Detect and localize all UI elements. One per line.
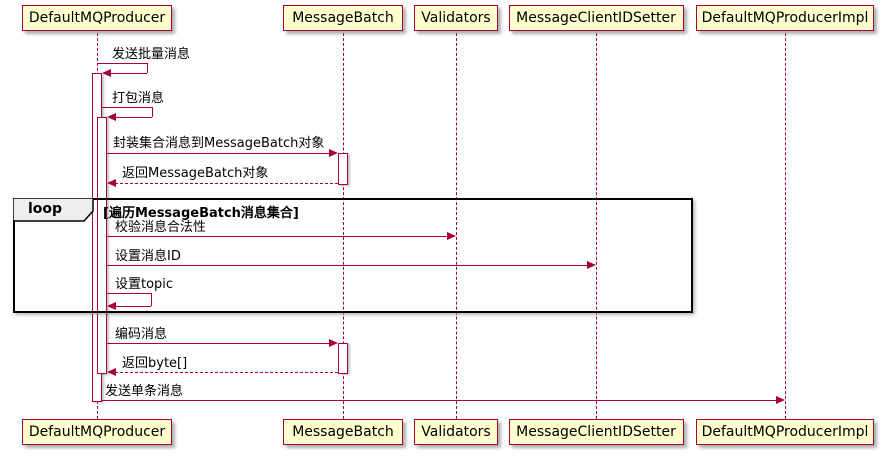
participant-box-bottom: Validators [414,419,498,445]
message-label: 发送单条消息 [105,384,184,399]
arrowhead-icon [102,69,111,77]
message-label: 设置消息ID [115,249,181,264]
message-label: 设置topic [115,277,174,292]
activation-bar [338,343,348,374]
activation-bar [97,117,107,374]
activation-bar [338,153,348,185]
self-message-line [147,63,148,73]
self-message-line [107,293,151,294]
message-label: 校验消息合法性 [115,220,207,235]
return-message-line [115,183,338,184]
self-message-line [152,107,153,117]
lifeline [785,33,786,419]
arrowhead-icon [329,149,338,157]
message-line [107,236,449,237]
lifeline [596,33,597,419]
participant-box-top: DefaultMQProducerImpl [696,5,874,31]
message-label: 返回byte[] [122,356,188,371]
arrowhead-icon [447,232,456,240]
self-message-line [151,293,152,306]
message-line [102,400,778,401]
participant-box-top: MessageBatch [283,5,403,31]
message-line [107,343,331,344]
arrowhead-icon [107,179,116,187]
participant-box-top: DefaultMQProducer [22,5,172,31]
self-message-line [97,63,147,64]
lifeline [456,33,457,419]
self-message-line [110,73,147,74]
message-label: 打包消息 [112,91,165,106]
loop-tab [12,197,95,227]
participant-box-bottom: MessageBatch [283,419,403,445]
message-line [107,265,589,266]
message-label: 发送批量消息 [112,47,191,62]
participant-box-top: MessageClientIDSetter [508,5,684,31]
message-label: 封装集合消息到MessageBatch对象 [113,136,325,151]
arrowhead-icon [107,368,116,376]
arrowhead-icon [587,261,596,269]
arrowhead-icon [107,302,116,310]
message-label: 返回MessageBatch对象 [122,166,269,181]
message-line [107,153,331,154]
participant-box-bottom: MessageClientIDSetter [508,419,684,445]
participant-box-bottom: DefaultMQProducerImpl [696,419,874,445]
loop-frame [13,198,693,313]
message-label: 编码消息 [115,327,168,342]
arrowhead-icon [329,339,338,347]
loop-condition-label: [遍历MessageBatch消息集合] [103,206,299,221]
arrowhead-icon [776,396,785,404]
self-message-line [115,117,152,118]
arrowhead-icon [107,113,116,121]
self-message-line [102,107,152,108]
loop-operator-label: loop [28,201,63,217]
self-message-line [115,306,151,307]
return-message-line [115,372,338,373]
participant-box-top: Validators [414,5,498,31]
participant-box-bottom: DefaultMQProducer [22,419,172,445]
lifeline [343,33,344,419]
